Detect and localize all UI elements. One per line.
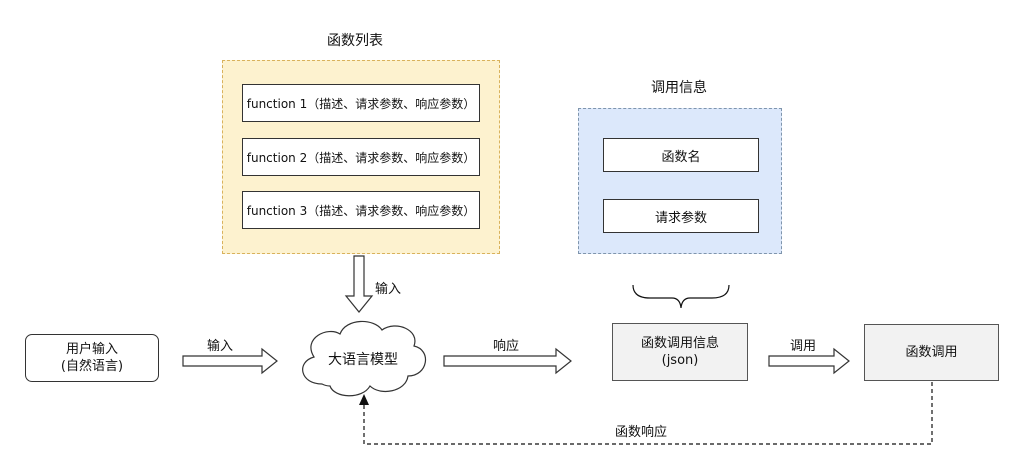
function-name-box: 函数名 bbox=[603, 138, 759, 172]
user-input-sublabel: (自然语言) bbox=[60, 359, 124, 374]
function-response-arrowhead bbox=[359, 394, 369, 405]
function-item-2: function 2（描述、请求参数、响应参数） bbox=[242, 138, 480, 176]
response-arrow-right bbox=[443, 347, 572, 375]
function-item-1: function 1（描述、请求参数、响应参数） bbox=[242, 84, 480, 122]
list-input-label: 输入 bbox=[375, 282, 402, 297]
llm-cloud-shape bbox=[302, 320, 427, 397]
user-input-label: 用户输入 bbox=[65, 342, 118, 357]
function-call-info-label: 函数调用信息 bbox=[640, 336, 719, 351]
response-edge-label: 响应 bbox=[493, 339, 520, 354]
call-arrow-right bbox=[768, 347, 850, 375]
function-list-title: 函数列表 bbox=[327, 33, 383, 49]
user-input-node: 用户输入 (自然语言) bbox=[25, 334, 159, 382]
function-call-info-node: 函数调用信息 (json) bbox=[612, 323, 748, 381]
input-arrow-down bbox=[344, 255, 374, 313]
call-info-brace bbox=[632, 284, 730, 309]
call-edge-label: 调用 bbox=[790, 339, 817, 354]
function-call-label: 函数调用 bbox=[905, 345, 958, 360]
input-arrow-right bbox=[182, 347, 278, 375]
call-info-title: 调用信息 bbox=[651, 80, 707, 96]
llm-label: 大语言模型 bbox=[328, 352, 398, 368]
function-call-node: 函数调用 bbox=[864, 324, 999, 381]
function-item-3: function 3（描述、请求参数、响应参数） bbox=[242, 191, 480, 229]
function-response-path bbox=[363, 382, 933, 445]
request-params-box: 请求参数 bbox=[603, 199, 759, 233]
function-response-label: 函数响应 bbox=[615, 425, 668, 440]
user-input-edge-label: 输入 bbox=[207, 339, 234, 354]
function-call-info-sublabel: (json) bbox=[661, 353, 699, 368]
